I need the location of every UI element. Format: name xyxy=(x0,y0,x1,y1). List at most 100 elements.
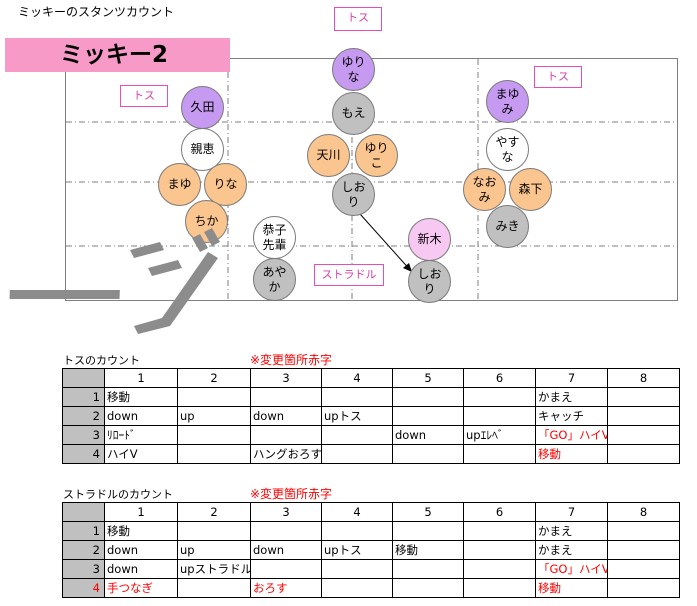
count-cell: 移動 xyxy=(535,444,608,464)
row-number: 2 xyxy=(62,540,105,560)
straddle-count-title: ストラドルのカウント xyxy=(63,488,173,501)
beat-header: 7 xyxy=(535,502,608,522)
count-cell: down xyxy=(250,540,322,560)
count-cell: 移動 xyxy=(104,387,178,407)
count-cell xyxy=(392,578,464,598)
count-cell xyxy=(607,387,680,407)
beat-header: 7 xyxy=(535,368,608,388)
person-circle: まゆ xyxy=(158,163,201,206)
count-cell: 手つなぎ xyxy=(104,578,178,598)
row-number: 3 xyxy=(62,559,105,579)
count-cell: up xyxy=(177,406,251,426)
count-cell xyxy=(463,521,536,541)
count-cell xyxy=(392,521,464,541)
count-cell: down xyxy=(104,540,178,560)
count-cell xyxy=(463,387,536,407)
person-circle: 天川 xyxy=(307,134,350,177)
toss-tag: トス xyxy=(334,7,382,31)
table-header-row: 1 2 3 4 5 6 7 8 xyxy=(62,502,680,522)
beat-header: 6 xyxy=(463,368,536,388)
count-cell xyxy=(177,521,251,541)
count-cell xyxy=(392,444,464,464)
row-number: 1 xyxy=(62,387,105,407)
count-cell xyxy=(321,578,393,598)
count-cell: ハングおろす xyxy=(250,444,322,464)
count-cell xyxy=(463,406,536,426)
count-cell xyxy=(463,444,536,464)
count-cell xyxy=(392,559,464,579)
person-circle: みき xyxy=(486,205,529,248)
count-cell xyxy=(321,521,393,541)
stunt-title-banner: ミッキー2 xyxy=(5,38,230,72)
count-cell: ﾘﾛｰﾄﾞ xyxy=(104,425,178,445)
beat-header: 5 xyxy=(392,502,464,522)
beat-header: 1 xyxy=(104,502,178,522)
count-cell: 移動 xyxy=(392,540,464,560)
row-number: 4 xyxy=(62,444,105,464)
person-circle: なお み xyxy=(463,168,506,211)
toss-count-title: トスのカウント xyxy=(63,354,140,367)
person-circle: しお り xyxy=(408,260,451,303)
count-cell xyxy=(463,540,536,560)
count-cell: down xyxy=(104,559,178,579)
row-number: 4 xyxy=(62,578,105,598)
count-cell xyxy=(250,559,322,579)
count-cell xyxy=(607,559,680,579)
beat-header: 4 xyxy=(321,502,393,522)
table-corner xyxy=(62,502,105,522)
count-cell: upｴﾚﾍﾞ xyxy=(463,425,536,445)
count-cell: upストラドル xyxy=(177,559,251,579)
straddle-tag: ストラドル xyxy=(314,264,384,286)
count-cell: down xyxy=(392,425,464,445)
count-cell xyxy=(607,578,680,598)
person-circle: りな xyxy=(204,163,247,206)
person-circle: やす な xyxy=(486,128,529,171)
count-cell xyxy=(250,387,322,407)
person-circle: あや か xyxy=(253,258,296,301)
count-cell xyxy=(177,387,251,407)
count-cell: かまえ xyxy=(535,387,608,407)
count-cell: キャッチ xyxy=(535,406,608,426)
row-number: 2 xyxy=(62,406,105,426)
beat-header: 8 xyxy=(607,368,680,388)
count-cell xyxy=(463,559,536,579)
table-corner xyxy=(62,368,105,388)
count-cell xyxy=(250,425,322,445)
count-cell xyxy=(321,425,393,445)
beat-header: 3 xyxy=(250,502,322,522)
count-cell: down xyxy=(250,406,322,426)
count-cell xyxy=(607,425,680,445)
toss-tag: トス xyxy=(120,85,168,107)
count-cell: おろす xyxy=(250,578,322,598)
count-cell xyxy=(463,578,536,598)
beat-header: 6 xyxy=(463,502,536,522)
change-note: ※変更箇所赤字 xyxy=(250,487,333,501)
beat-header: 2 xyxy=(177,368,251,388)
count-cell: 「GO」ハイV xyxy=(535,425,608,445)
movement-arrow xyxy=(359,213,413,273)
count-cell xyxy=(392,406,464,426)
row-number: 1 xyxy=(62,521,105,541)
toss-tag: トス xyxy=(534,66,582,88)
count-cell xyxy=(321,444,393,464)
count-cell: upトス xyxy=(321,540,393,560)
count-cell: かまえ xyxy=(535,521,608,541)
person-circle: 新木 xyxy=(408,218,451,261)
person-circle: まゆ み xyxy=(486,80,529,123)
count-cell: かまえ xyxy=(535,540,608,560)
person-circle: 森下 xyxy=(509,168,552,211)
page-title: ミッキーのスタンツカウント xyxy=(18,5,175,19)
beat-header: 1 xyxy=(104,368,178,388)
beat-header: 2 xyxy=(177,502,251,522)
count-cell xyxy=(177,578,251,598)
person-circle: しお り xyxy=(332,173,375,216)
count-cell xyxy=(321,387,393,407)
